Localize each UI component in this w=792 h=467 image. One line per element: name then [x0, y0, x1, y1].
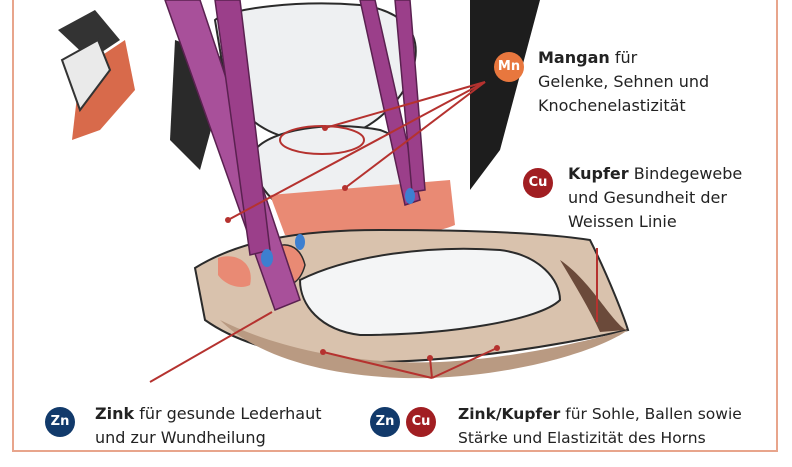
- leader-dot-3: [225, 217, 231, 223]
- leader-dot-5: [427, 355, 433, 361]
- mangan-badge: Mn: [494, 52, 524, 82]
- kupfer-line1: Kupfer Bindegewebe: [568, 162, 742, 186]
- mangan-line3: Knochenelastizität: [538, 94, 709, 118]
- leader-dot-4: [320, 349, 326, 355]
- zinkkupfer-line1: Zink/Kupfer für Sohle, Ballen sowie: [458, 402, 742, 426]
- mangan-title: Mangan: [538, 48, 610, 67]
- zink-title: Zink: [95, 404, 134, 423]
- ligament-blue-2: [295, 234, 305, 250]
- kupfer-label: Kupfer Bindegewebe und Gesundheit der We…: [568, 162, 742, 234]
- zink-line1-rest: für gesunde Lederhaut: [134, 404, 321, 423]
- ligament-blue-3: [405, 188, 415, 204]
- zink-line1: Zink für gesunde Lederhaut: [95, 402, 321, 426]
- zink-label: Zink für gesunde Lederhaut und zur Wundh…: [95, 402, 321, 450]
- kupfer-title: Kupfer: [568, 164, 629, 183]
- mangan-line1-rest: für: [610, 48, 637, 67]
- kupfer-line3: Weissen Linie: [568, 210, 742, 234]
- mangan-label: Mangan für Gelenke, Sehnen und Knochenel…: [538, 46, 709, 118]
- zinkkupfer-label: Zink/Kupfer für Sohle, Ballen sowie Stär…: [458, 402, 742, 450]
- kupfer-line2: und Gesundheit der: [568, 186, 742, 210]
- zinkkupfer-cu-badge: Cu: [406, 407, 436, 437]
- zinkkupfer-title: Zink/Kupfer: [458, 405, 560, 423]
- zinkkupfer-line1-rest: für Sohle, Ballen sowie: [560, 405, 741, 423]
- zinkkupfer-line2: Stärke und Elastizität des Horns: [458, 426, 742, 450]
- mangan-line1: Mangan für: [538, 46, 709, 70]
- leader-dot-2: [342, 185, 348, 191]
- ligament-blue-1: [261, 249, 273, 267]
- zink-badge: Zn: [45, 407, 75, 437]
- zinkkupfer-zn-badge: Zn: [370, 407, 400, 437]
- leader-dot-1: [322, 125, 328, 131]
- zink-line2: und zur Wundheilung: [95, 426, 321, 450]
- leader-dot-6: [494, 345, 500, 351]
- kupfer-badge: Cu: [523, 168, 553, 198]
- leg-dark-shape-right: [470, 0, 540, 190]
- mangan-line2: Gelenke, Sehnen und: [538, 70, 709, 94]
- kupfer-line1-rest: Bindegewebe: [629, 164, 743, 183]
